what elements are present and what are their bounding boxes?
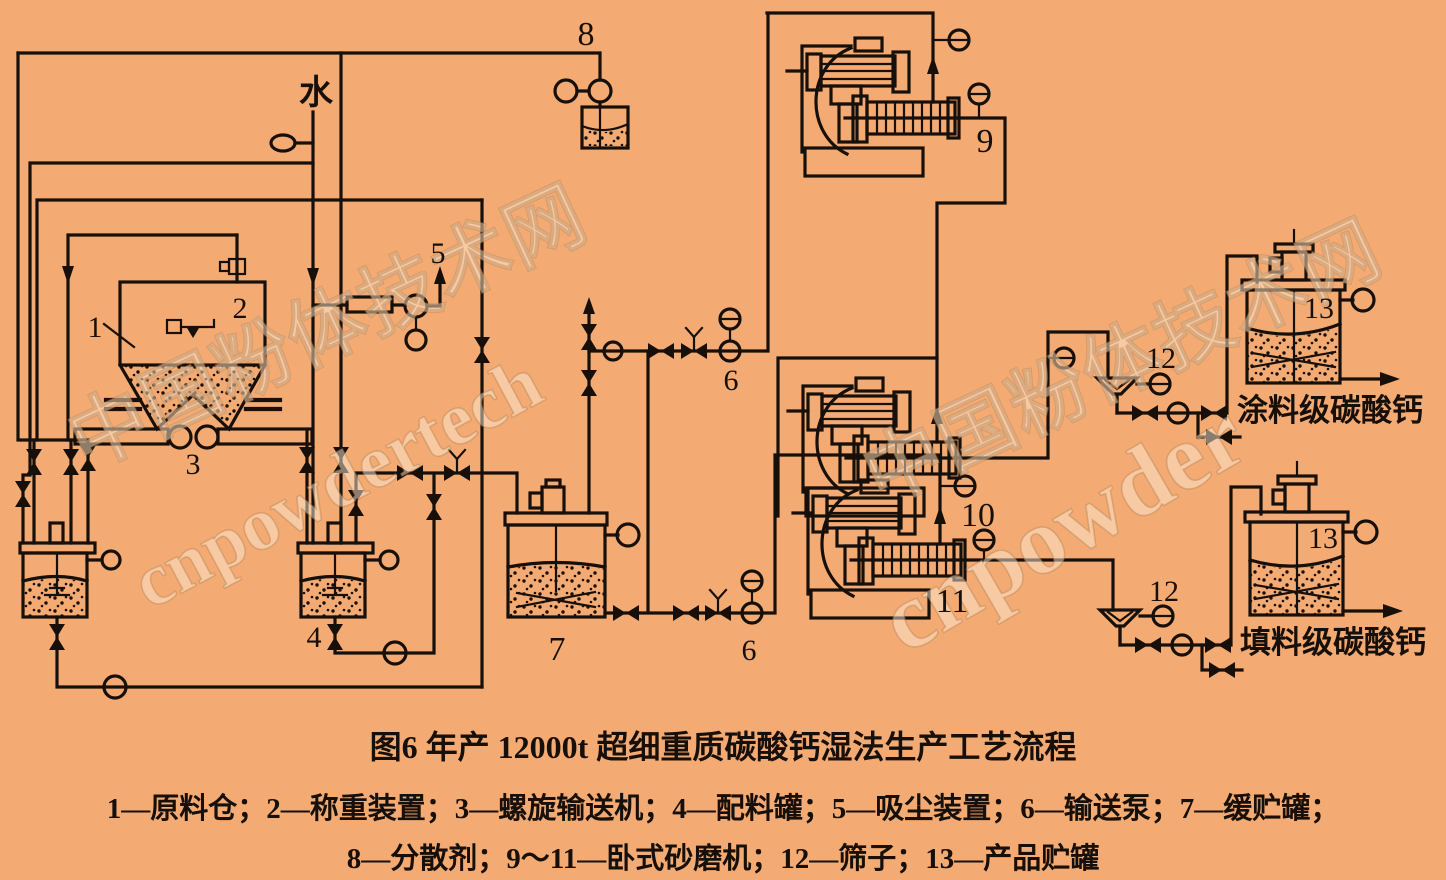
output-label-filler-grade: 填料级碳酸钙	[1240, 625, 1426, 660]
label-12-top: 12	[1146, 342, 1176, 375]
label-6-upper: 6	[724, 364, 739, 397]
raw-material-silo	[102, 257, 283, 432]
gauge-icon	[967, 82, 991, 106]
valve-icon	[581, 370, 597, 396]
label-1: 1	[88, 311, 103, 344]
label-13-bottom: 13	[1308, 522, 1338, 555]
valve-icon	[581, 324, 597, 350]
valve-icon	[327, 624, 343, 650]
watermark-left: 中国粉体技术网 cnpowdertech	[55, 169, 601, 626]
legend-line-2: 8—分散剂；9～11—卧式砂磨机；12—筛子；13—产品贮罐	[347, 841, 1099, 875]
valve-icon	[1135, 637, 1161, 653]
pump-icon	[382, 640, 408, 666]
valve-icon	[15, 481, 31, 507]
valve-icon	[426, 494, 442, 520]
valve-icon	[648, 343, 674, 359]
valve-icon	[673, 605, 699, 621]
dust-collector	[345, 293, 429, 352]
flow-arrows	[62, 56, 946, 524]
water-valve-icon	[269, 133, 315, 153]
output-labels: 涂料级碳酸钙 填料级碳酸钙	[1237, 393, 1426, 660]
gauge-icon	[947, 28, 971, 52]
gauge-icon	[740, 569, 764, 593]
equipment-number-labels: 水 8 1 2 3 4 5 6 6 7 9 10 11 12 12 13 13	[88, 16, 1339, 668]
silo-feed-valve-icon	[218, 257, 247, 276]
label-7: 7	[549, 631, 566, 668]
gauge-icon	[718, 307, 742, 331]
label-5: 5	[431, 237, 446, 270]
label-13-top: 13	[1304, 292, 1334, 325]
label-3: 3	[186, 448, 201, 481]
valve-icon	[1209, 662, 1235, 678]
valve-icon	[1205, 637, 1231, 653]
label-9: 9	[977, 123, 994, 160]
label-11: 11	[936, 583, 969, 620]
caption: 图6 年产 12000t 超细重质碳酸钙湿法生产工艺流程 1—原料仓；2—称重装…	[107, 729, 1340, 875]
label-pointer-line	[102, 322, 136, 349]
figure-title: 图6 年产 12000t 超细重质碳酸钙湿法生产工艺流程	[370, 729, 1077, 765]
label-2: 2	[233, 292, 248, 325]
label-6-lower: 6	[742, 634, 757, 667]
pump-icon	[102, 674, 128, 700]
valve-icon	[613, 605, 639, 621]
legend-line-1: 1—原料仓；2—称重装置；3—螺旋输送机；4—配料罐；5—吸尘装置；6—输送泵；…	[107, 791, 1340, 825]
dispersant-feeder	[553, 78, 630, 150]
buffer-tank	[503, 478, 641, 619]
label-4: 4	[307, 621, 322, 654]
label-12-bottom: 12	[1149, 575, 1179, 608]
screw-conveyor	[73, 424, 314, 450]
label-water: 水	[299, 74, 334, 112]
valve-icon	[705, 590, 731, 621]
label-8: 8	[578, 16, 595, 53]
watermark-cn-text: 中国粉体技术网	[55, 170, 599, 486]
valve-icon	[49, 624, 65, 650]
output-label-coating-grade: 涂料级碳酸钙	[1237, 393, 1423, 428]
label-10: 10	[961, 497, 995, 534]
pump-icon	[602, 340, 624, 362]
balance-scale-icon	[165, 318, 216, 338]
pumps-and-gauges	[102, 28, 1194, 700]
valve-icon	[681, 328, 707, 359]
